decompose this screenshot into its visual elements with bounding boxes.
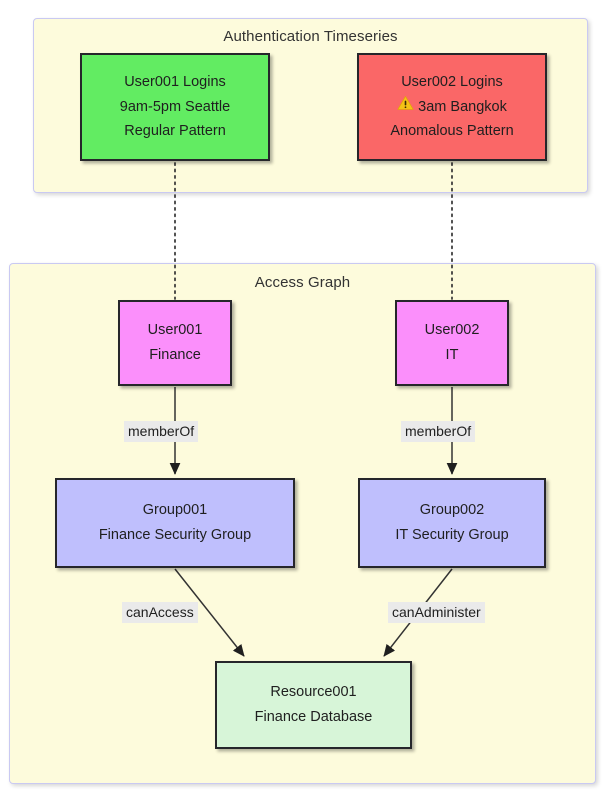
- node-line: Anomalous Pattern: [390, 123, 514, 140]
- edge-label-canadminister: canAdminister: [388, 602, 485, 623]
- node-line: Group002: [419, 502, 485, 519]
- node-group001[interactable]: Group001 Finance Security Group: [55, 478, 295, 568]
- node-line: IT: [445, 347, 459, 363]
- node-line: Finance Database: [254, 709, 373, 725]
- edge-label-memberof-user002: memberOf: [401, 421, 476, 442]
- subgraph-title-access: Access Graph: [254, 274, 351, 291]
- node-line: Finance: [149, 347, 201, 363]
- node-line: User002 Logins: [401, 73, 503, 90]
- node-line: User002: [424, 322, 480, 339]
- node-line: IT Security Group: [395, 527, 509, 543]
- edge-label-memberof-user001: memberOf: [124, 421, 199, 442]
- node-group002[interactable]: Group002 IT Security Group: [358, 478, 546, 568]
- node-line: Regular Pattern: [124, 123, 226, 140]
- node-line: User001 Logins: [124, 73, 226, 90]
- node-line-with-warning: 3am Bangkok: [397, 95, 507, 120]
- node-line: User001: [147, 322, 203, 339]
- node-line: Group001: [142, 502, 208, 519]
- node-line: Finance Security Group: [98, 527, 252, 543]
- node-user002[interactable]: User002 IT: [395, 300, 509, 386]
- subgraph-title-auth: Authentication Timeseries: [223, 28, 398, 45]
- node-user002-logins[interactable]: User002 Logins 3am Bangkok Anomalous Pat…: [357, 53, 547, 161]
- warning-triangle-icon: [397, 95, 414, 111]
- node-line-text: 3am Bangkok: [418, 98, 507, 115]
- node-user001-logins[interactable]: User001 Logins 9am-5pm Seattle Regular P…: [80, 53, 270, 161]
- node-line: 9am-5pm Seattle: [119, 98, 231, 115]
- node-resource001[interactable]: Resource001 Finance Database: [215, 661, 412, 749]
- node-user001[interactable]: User001 Finance: [118, 300, 232, 386]
- edge-label-canaccess: canAccess: [122, 602, 198, 623]
- node-line: Resource001: [270, 684, 357, 701]
